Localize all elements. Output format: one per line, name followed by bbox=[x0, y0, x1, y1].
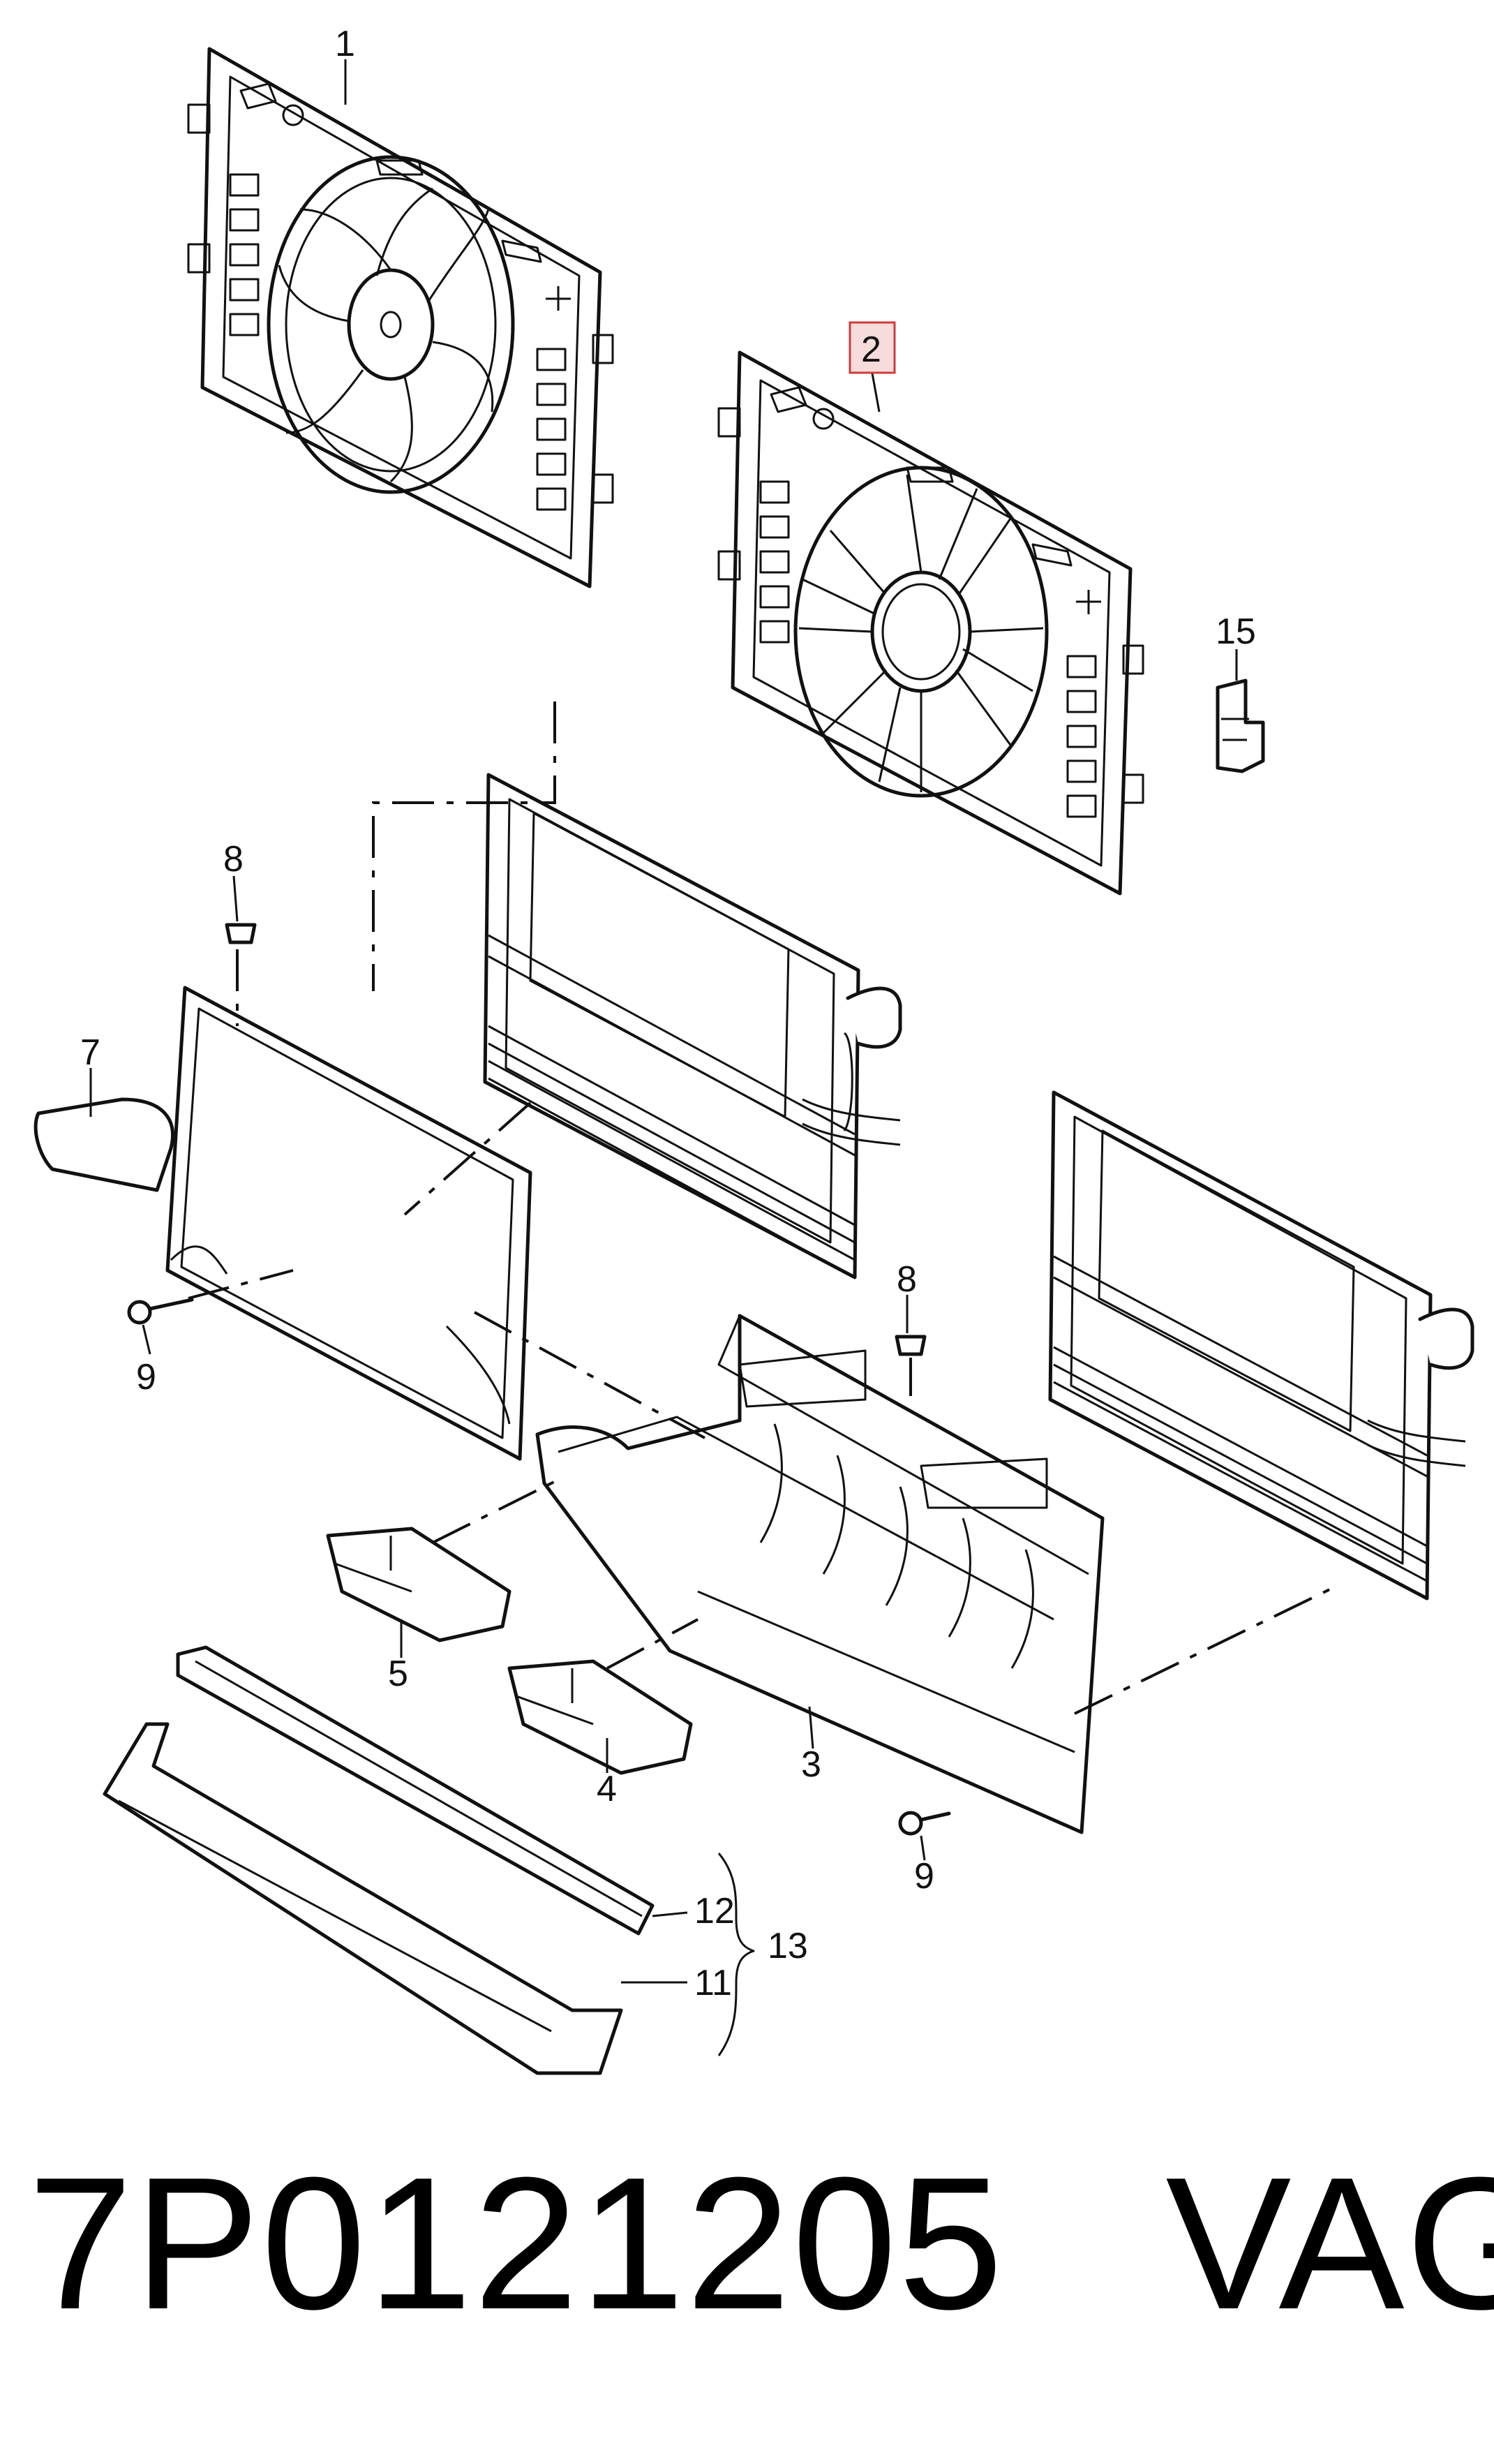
callout-9-left: 9 bbox=[136, 1357, 156, 1397]
part-3-air-duct bbox=[535, 1314, 1105, 1834]
bolt-9-right bbox=[898, 1811, 951, 1836]
callout-3: 3 bbox=[801, 1744, 821, 1785]
leader-lines bbox=[89, 59, 1238, 2056]
part-2-fan-shroud bbox=[717, 350, 1144, 896]
callout-12: 12 bbox=[694, 1891, 735, 1931]
callout-labels: 1 2 15 8 7 9 8 5 4 3 9 12 13 11 bbox=[80, 24, 1256, 2003]
callout-15: 15 bbox=[1216, 611, 1256, 652]
part-7-air-guide-frame bbox=[33, 986, 532, 1461]
part-12-deflector bbox=[176, 1645, 655, 1936]
callout-9-right: 9 bbox=[914, 1856, 934, 1897]
bolt-9-left bbox=[127, 1298, 194, 1325]
callout-11: 11 bbox=[694, 1963, 732, 2003]
part-1-fan-shroud-with-fan bbox=[187, 47, 614, 588]
assembly-guide-lines bbox=[188, 702, 1340, 1715]
brand-name: VAG bbox=[1165, 2139, 1494, 2349]
part-number-caption: 7P0121205 VAG bbox=[28, 2150, 1494, 2338]
callout-5: 5 bbox=[388, 1654, 408, 1694]
part-5-bracket bbox=[326, 1527, 511, 1642]
radiator-upper bbox=[483, 773, 902, 1279]
callout-2: 2 bbox=[861, 329, 881, 370]
callout-13: 13 bbox=[768, 1926, 808, 1966]
callout-8-left: 8 bbox=[223, 839, 244, 880]
callout-2-highlight-box bbox=[849, 321, 896, 374]
callout-8-center: 8 bbox=[897, 1259, 917, 1300]
part-4-bracket bbox=[507, 1659, 693, 1775]
radiator-right bbox=[1048, 1090, 1474, 1601]
fastener-8-left bbox=[225, 923, 257, 944]
part-15-clip bbox=[1216, 678, 1265, 773]
callout-7: 7 bbox=[80, 1032, 100, 1073]
fastener-8-center bbox=[895, 1335, 927, 1356]
part-number: 7P0121205 bbox=[28, 2139, 1005, 2349]
part-11-deflector bbox=[103, 1722, 623, 2075]
callout-4: 4 bbox=[597, 1769, 617, 1809]
callout-1: 1 bbox=[335, 24, 355, 64]
